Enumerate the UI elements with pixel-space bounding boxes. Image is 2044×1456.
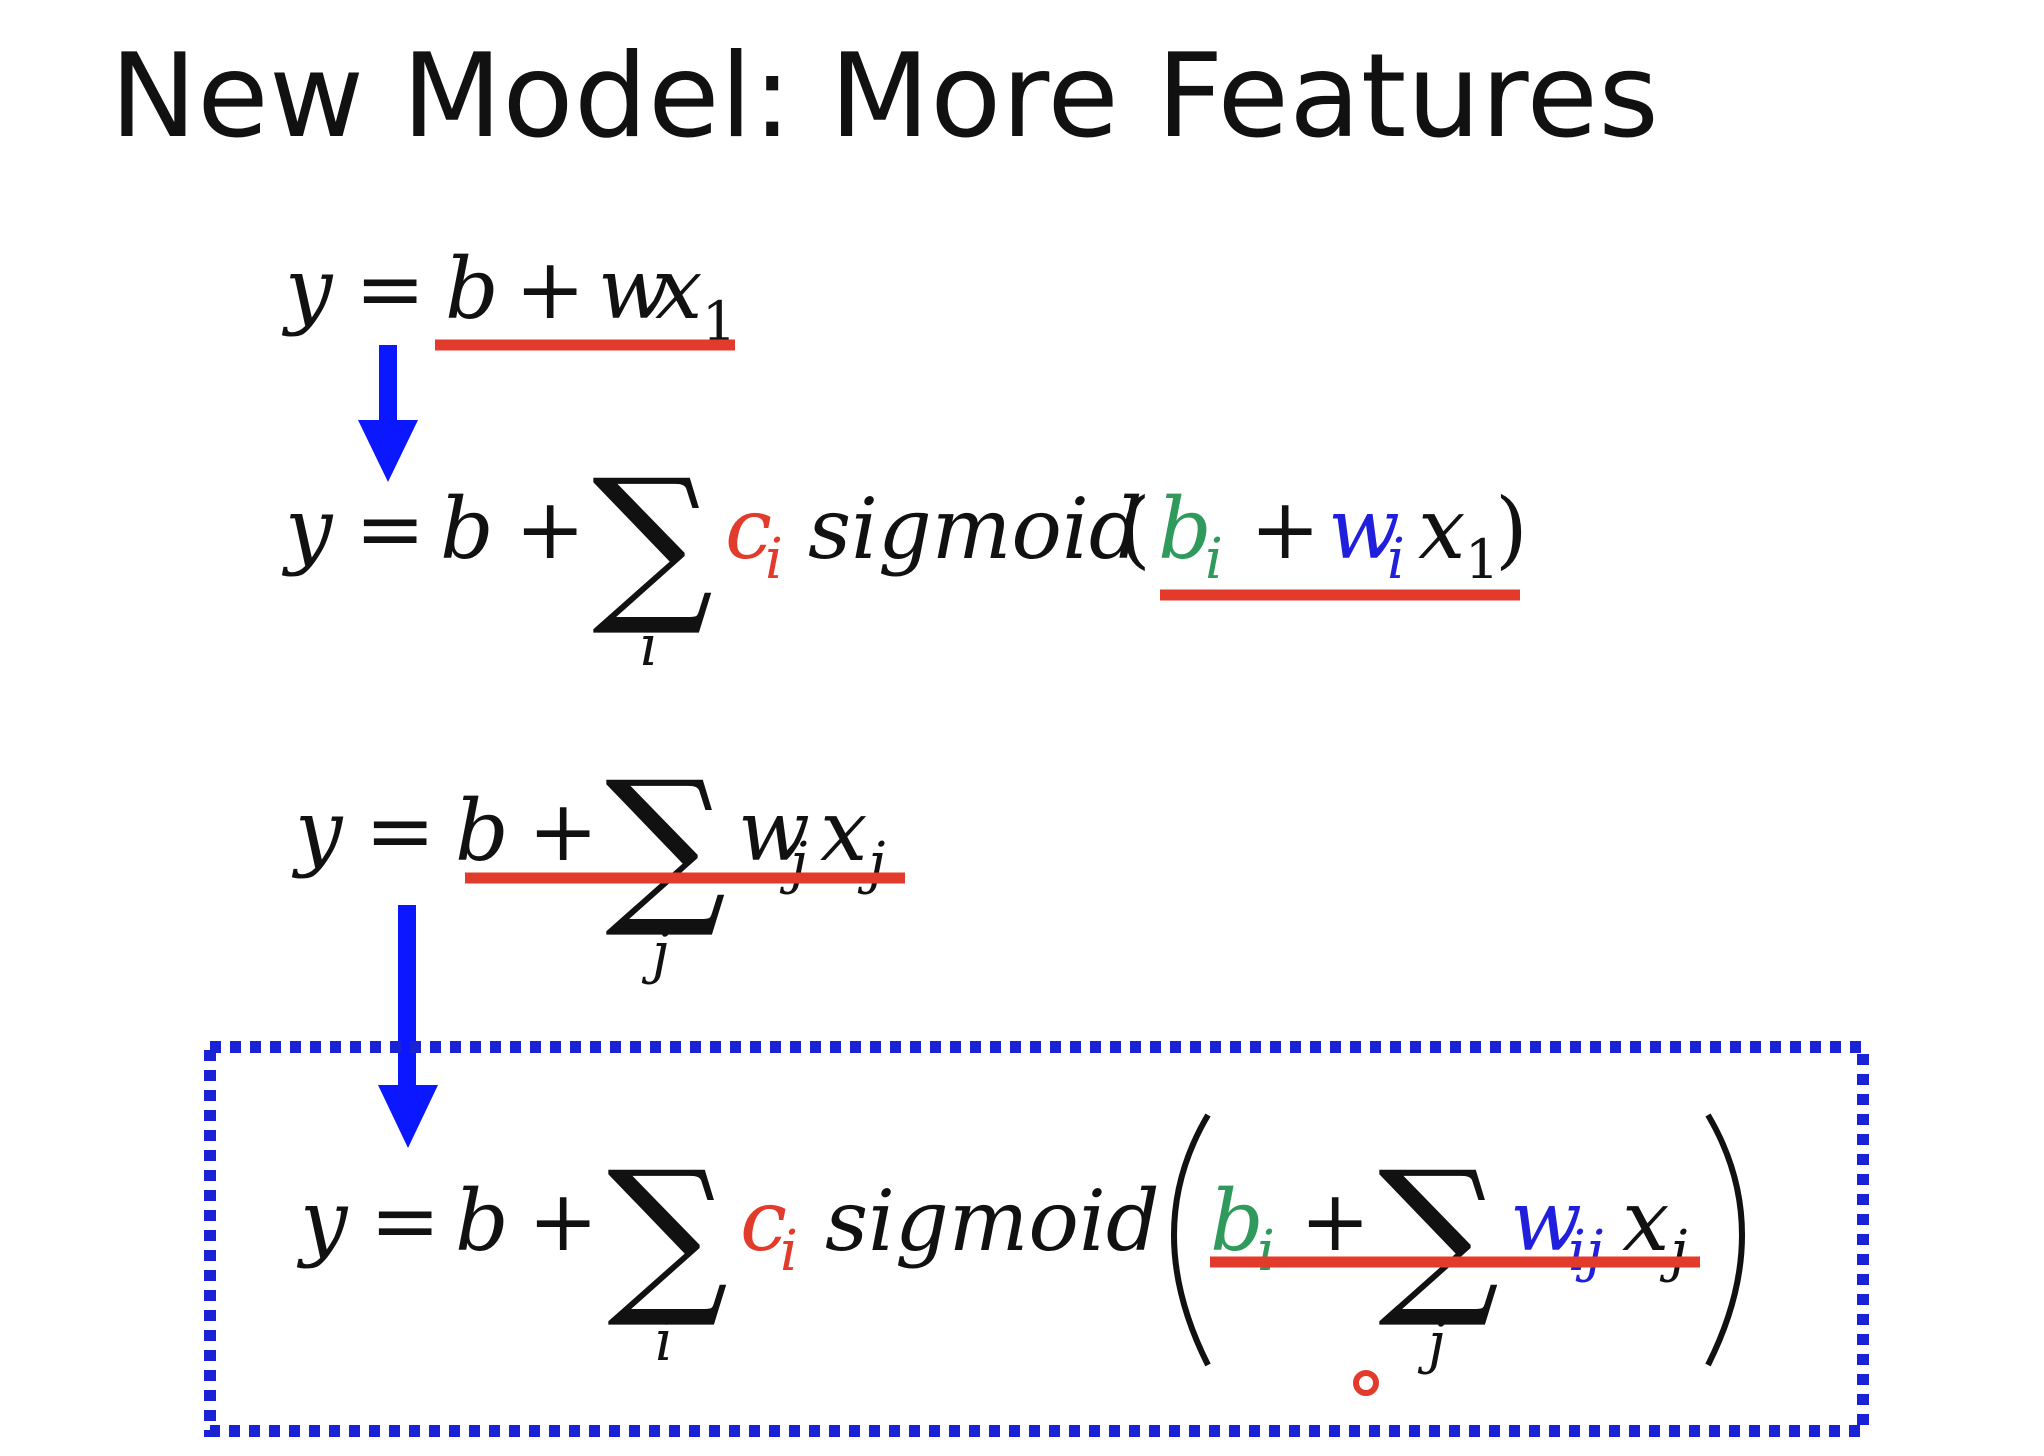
eq4-sum-index: i <box>655 1309 673 1374</box>
eq3-y: y <box>291 782 344 880</box>
eq2-x-subscript: 1 <box>1465 528 1499 591</box>
eq4-summation: ∑ <box>607 1135 728 1333</box>
equation-2: y = b + ∑ i c i sigmoid ( b i + w i x 1 … <box>281 443 1528 679</box>
pointer-dot <box>1353 1370 1379 1396</box>
eq2-x: x <box>1418 480 1465 578</box>
eq4-w-subscript: ij <box>1568 1219 1603 1284</box>
eq4-left-big-paren <box>1171 1113 1211 1367</box>
eq3-x: x <box>820 782 867 880</box>
eq4-bi: b <box>1210 1172 1264 1270</box>
eq2-y: y <box>281 480 334 578</box>
eq2-left-paren: ( <box>1118 480 1151 578</box>
eq2-plus: + <box>515 480 585 578</box>
eq2-bi-subscript: i <box>1205 527 1223 592</box>
eq4-inner-summation: ∑ <box>1378 1135 1499 1333</box>
eq1-w: w <box>598 240 670 338</box>
eq2-plus-inner: + <box>1250 480 1320 578</box>
eq2-wi-subscript: i <box>1387 527 1405 592</box>
eq1-x: x <box>655 240 702 338</box>
eq2-b: b <box>440 480 494 578</box>
eq4-c: c <box>740 1172 787 1270</box>
slide-title: New Model: More Features <box>110 29 1660 164</box>
eq2-equals: = <box>355 480 425 578</box>
eq2-sigmoid: sigmoid <box>808 480 1143 578</box>
eq4-plus-inner: + <box>1300 1172 1370 1270</box>
down-arrow-2 <box>378 905 438 1148</box>
eq2-summation: ∑ <box>592 443 713 641</box>
eq4-x: x <box>1622 1172 1669 1270</box>
eq4-b: b <box>455 1172 509 1270</box>
eq4-right-big-paren <box>1705 1113 1745 1367</box>
eq4-y: y <box>296 1172 349 1270</box>
eq4-w: w <box>1510 1172 1582 1270</box>
highlight-box <box>204 1041 1869 1437</box>
eq3-b: b <box>455 782 509 880</box>
equation-4: y = b + ∑ i c i sigmoid b i + ∑ j w ij x… <box>296 1113 1745 1376</box>
eq2-right-paren: ) <box>1495 480 1528 578</box>
down-arrow-1 <box>358 345 418 482</box>
eq3-summation: ∑ <box>605 745 726 943</box>
eq4-sigmoid: sigmoid <box>825 1172 1160 1270</box>
eq3-plus: + <box>528 782 598 880</box>
eq2-sum-index: i <box>640 614 658 679</box>
eq4-bi-subscript: i <box>1257 1219 1275 1284</box>
eq1-equals: = <box>355 240 425 338</box>
eq1-b: b <box>445 240 499 338</box>
eq2-c-subscript: i <box>765 527 783 592</box>
eq2-wi: w <box>1328 480 1400 578</box>
eq1-y: y <box>281 240 334 338</box>
eq4-c-subscript: i <box>780 1219 798 1284</box>
eq2-bi: b <box>1158 480 1212 578</box>
eq3-equals: = <box>365 782 435 880</box>
equation-3: y = b + ∑ j w j x j <box>291 745 905 986</box>
equation-1: y = b + w x 1 <box>281 240 736 353</box>
eq1-plus: + <box>515 240 585 338</box>
eq3-w: w <box>738 782 810 880</box>
eq2-c: c <box>725 480 772 578</box>
eq4-equals: = <box>370 1172 440 1270</box>
eq4-plus: + <box>528 1172 598 1270</box>
